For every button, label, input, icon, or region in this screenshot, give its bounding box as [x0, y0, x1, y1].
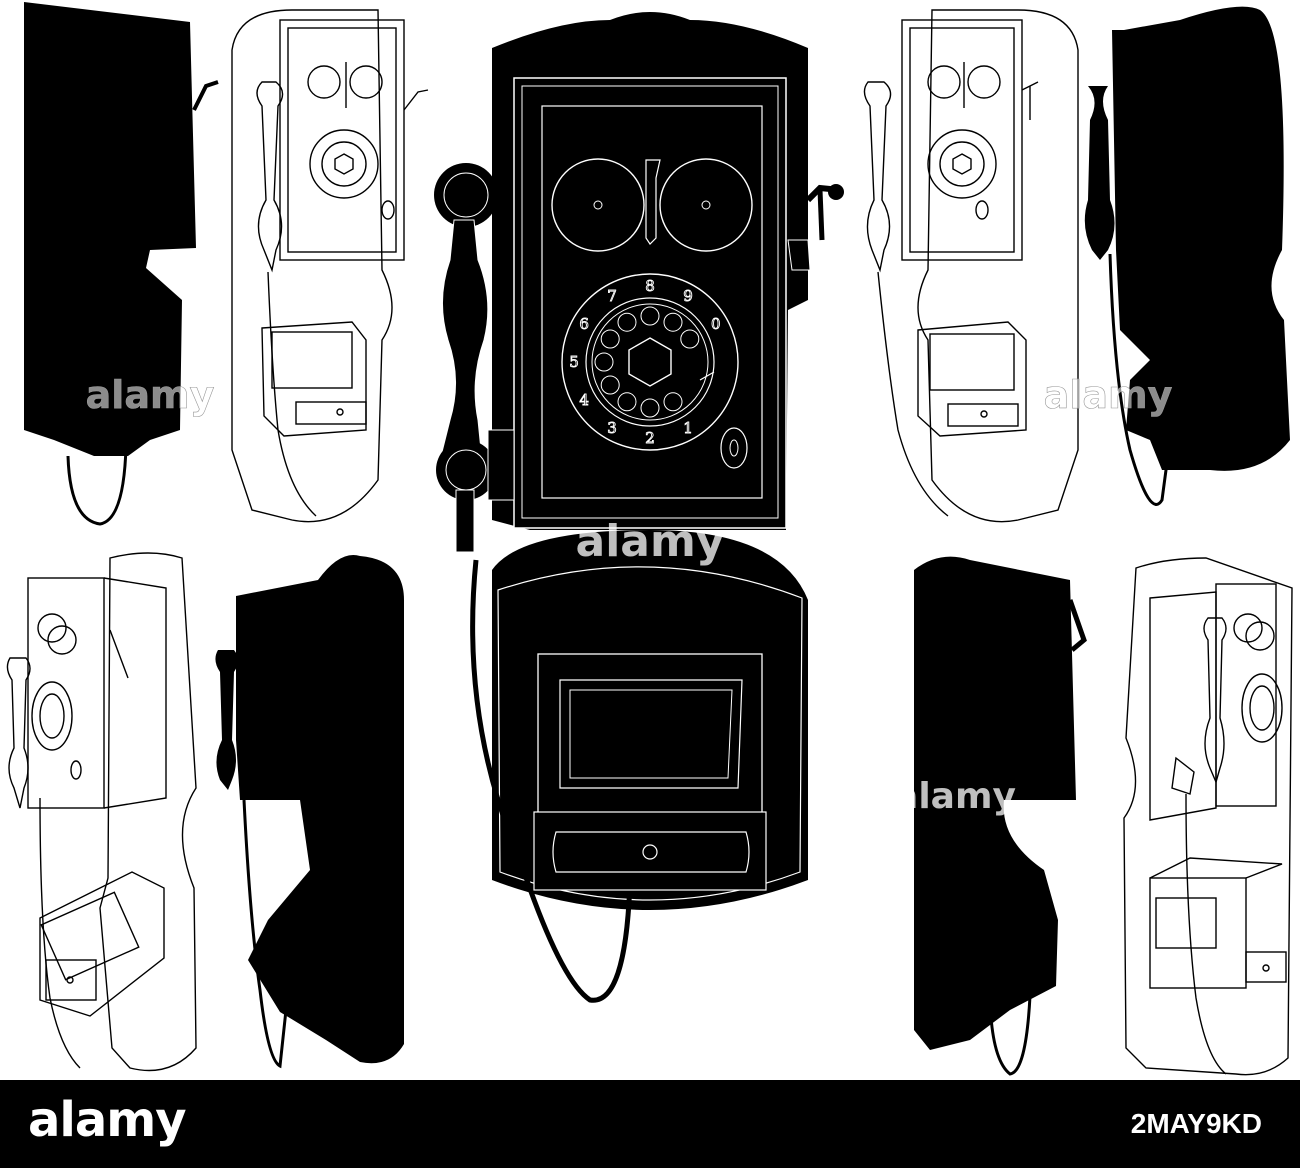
- brand-logo: alamy: [28, 1092, 228, 1156]
- dial-digit-label: 2: [645, 429, 655, 447]
- finger-hole: [600, 375, 620, 395]
- dial-digit-label: 3: [607, 419, 617, 437]
- dial-digit-label: 6: [579, 315, 589, 333]
- phone-silhouette-bottom-left: [215, 555, 404, 1069]
- watermark-left: alamy: [86, 373, 215, 417]
- finger-hole: [640, 306, 660, 326]
- dial-digit-label: 8: [645, 277, 655, 295]
- finger-hole: [663, 392, 683, 412]
- finger-hole: [640, 398, 660, 418]
- dial-digit-label: 7: [607, 287, 617, 305]
- dial-digit-labels: 1 2 34 5 67 8 90: [569, 277, 721, 448]
- brand-wordmark: alamy: [28, 1092, 187, 1148]
- finger-hole: [594, 352, 614, 372]
- finger-hole: [663, 312, 683, 332]
- dial-digit-label: 1: [683, 419, 693, 437]
- phone-silhouette-top-left: [24, 2, 219, 526]
- dial-digit-label: 0: [711, 315, 721, 333]
- finger-hole: [600, 329, 620, 349]
- phone-outline-bottom-right: [1123, 557, 1293, 1076]
- dial-digit-label: 4: [579, 391, 589, 409]
- artwork-canvas: 1 2 34 5 67 8 90: [6, 2, 1293, 1076]
- phone-silhouette-top-right: [1084, 6, 1290, 506]
- dial-digit-label: 9: [683, 287, 693, 305]
- phone-silhouette-bottom-right: [914, 556, 1087, 1076]
- watermark-right: alamy: [1044, 373, 1173, 417]
- footer-bar: alamy 2MAY9KD: [0, 1080, 1300, 1168]
- finger-hole: [680, 329, 700, 349]
- image-id-label: 2MAY9KD: [1130, 1108, 1262, 1139]
- dial-digit-label: 5: [569, 353, 579, 371]
- phone-outline-top-right: [863, 9, 1079, 523]
- handset: [434, 163, 633, 1003]
- phone-main-center: 1 2 34 5 67 8 90: [434, 12, 844, 1003]
- watermark-bottom-right: alamy: [894, 776, 1016, 817]
- finger-hole: [617, 392, 637, 412]
- rotary-dial: [561, 273, 739, 451]
- phone-outline-top-left: [231, 9, 429, 523]
- finger-hole: [617, 312, 637, 332]
- phone-outline-bottom-left: [6, 552, 197, 1072]
- watermark-center: alamy: [576, 516, 725, 567]
